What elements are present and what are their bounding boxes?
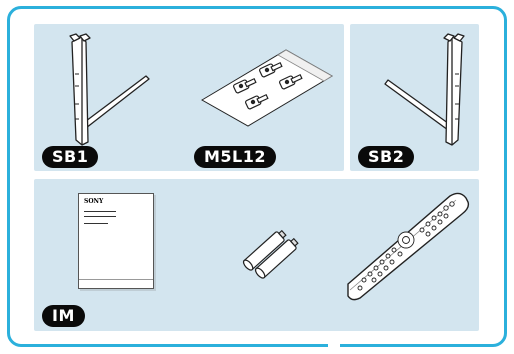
manual-brand: SONY [84, 198, 103, 205]
manual-page-edge [79, 279, 153, 280]
instruction-manual: SONY [78, 193, 154, 289]
frame-gap [328, 340, 340, 350]
badge-sb2: SB2 [358, 146, 414, 168]
manual-line [84, 223, 108, 224]
remote-control-icon [342, 192, 472, 302]
stand-left-icon [58, 34, 158, 146]
manual-line [84, 211, 116, 212]
badge-m5l12: M5L12 [194, 146, 276, 168]
stand-right-icon [380, 34, 480, 146]
batteries-icon [236, 219, 306, 279]
screws-bag-icon [200, 48, 335, 128]
badge-sb1: SB1 [42, 146, 98, 168]
manual-line [84, 216, 116, 217]
badge-im: IM [42, 305, 85, 327]
